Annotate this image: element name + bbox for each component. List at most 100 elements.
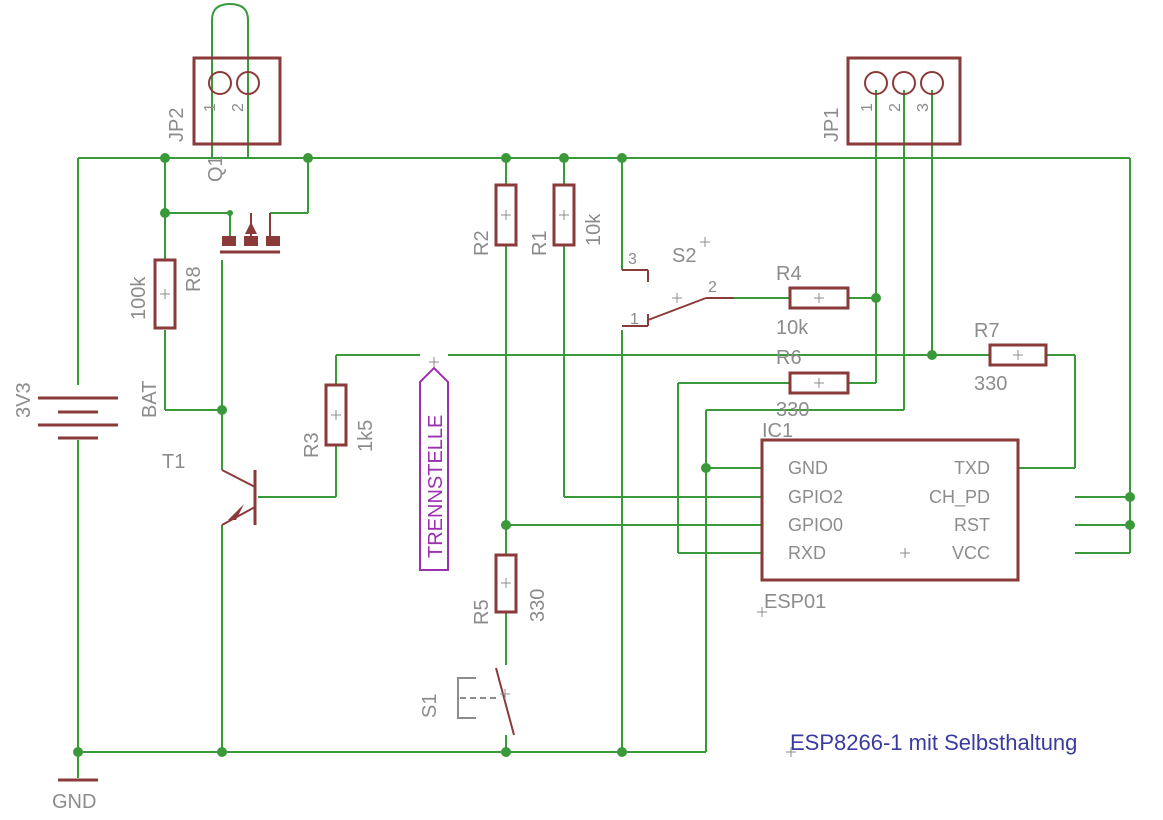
r2-body [494, 183, 518, 247]
r3-value: 1k5 [355, 420, 377, 452]
r8-name: R8 [183, 266, 205, 292]
r8-value: 100k [128, 276, 150, 320]
r2-name: R2 [471, 230, 493, 256]
ic1-pin-txd: TXD [954, 458, 990, 478]
junction [73, 747, 83, 757]
jp2-pin-1 [208, 71, 232, 95]
jp1-pin3-label: 3 [915, 103, 932, 112]
r4-name: R4 [776, 263, 802, 285]
jp1-pin1-label: 1 [859, 103, 876, 112]
junction [871, 293, 881, 303]
jp1-pin2-label: 2 [887, 103, 904, 112]
ic1-pin-gpio0: GPIO0 [788, 515, 843, 535]
r6-name: R6 [776, 347, 802, 369]
s2-pin2-label: 2 [708, 279, 717, 296]
ic1-pin-rst: RST [954, 515, 990, 535]
junction [701, 463, 711, 473]
r7-value: 330 [974, 373, 1007, 395]
ic1-name: IC1 [762, 420, 793, 442]
battery-name: BAT [139, 381, 161, 418]
r2-resistor: R2 [471, 183, 518, 256]
q1-seg [222, 236, 236, 246]
junction [160, 153, 170, 163]
t1-emitter [221, 506, 256, 526]
ic1-esp01: IC1 ESP01 GND GPIO2 GPIO0 RXD TXD CH_PD … [757, 420, 1020, 617]
jp2-body [192, 56, 282, 146]
junction [617, 153, 627, 163]
title-block: ESP8266-1 mit Selbsthaltung [786, 730, 1077, 757]
r4-resistor: R4 10k [776, 263, 850, 339]
ic1-pin-rxd: RXD [788, 543, 826, 563]
ic1-pin-vcc: VCC [952, 543, 990, 563]
r1-body [552, 183, 576, 247]
r4-body [788, 286, 850, 310]
t1-arrow [228, 504, 244, 520]
jp1-name: JP1 [821, 108, 843, 142]
trennstelle-label: TRENNSTELLE [425, 415, 447, 558]
r3-name: R3 [301, 432, 323, 458]
r4-value: 10k [776, 317, 809, 339]
junctions [73, 153, 1135, 757]
jp2-pin2-label: 2 [230, 103, 247, 112]
t1-collector [221, 469, 256, 488]
junction [303, 153, 313, 163]
battery-value: 3V3 [13, 382, 35, 418]
schematic-title: ESP8266-1 mit Selbsthaltung [790, 730, 1077, 755]
junction [227, 210, 233, 216]
r6-resistor: R6 330 [776, 347, 850, 421]
jp1-connector: 1 2 3 JP1 [821, 56, 962, 146]
gnd-label: GND [52, 791, 96, 813]
trennstelle-marker: TRENNSTELLE [419, 357, 449, 571]
ic1-body [760, 438, 1020, 582]
q1-seg [266, 236, 280, 246]
jp2-pin1-label: 1 [202, 103, 219, 112]
wires [77, 2, 1131, 778]
junction [160, 208, 170, 218]
t1-name: T1 [162, 451, 185, 473]
jp1-body [846, 56, 962, 146]
trennstelle-outline [419, 366, 449, 571]
s1-lever [495, 667, 515, 736]
ic1-pin-chpd: CH_PD [929, 487, 990, 508]
jp1-pin-3 [920, 71, 944, 95]
jp2-connector: 1 2 JP2 [166, 56, 282, 146]
s1-name: S1 [419, 694, 441, 718]
r5-value: 330 [527, 589, 549, 622]
battery: 3V3 BAT [13, 381, 161, 440]
junction [217, 747, 227, 757]
ic1-pin-gnd: GND [788, 458, 828, 478]
s1-switch: S1 [419, 667, 515, 736]
s2-pin3-label: 3 [628, 251, 637, 268]
junction [501, 747, 511, 757]
q1-seg [244, 236, 258, 246]
jp2-pin-2 [236, 71, 260, 95]
gnd-symbol: GND [52, 778, 98, 813]
r6-body [788, 371, 850, 395]
r6-value: 330 [776, 399, 809, 421]
junction [927, 350, 937, 360]
r5-body [494, 553, 518, 614]
ic1-pin-gpio2: GPIO2 [788, 487, 843, 507]
junction [501, 153, 511, 163]
junction [559, 153, 569, 163]
t1-transistor: T1 [162, 451, 257, 526]
s2-name: S2 [672, 245, 696, 267]
s2-lever [647, 297, 707, 321]
q1-name: Q1 [205, 155, 227, 182]
junction [501, 520, 511, 530]
junction [617, 747, 627, 757]
s1-actuator [457, 677, 476, 719]
jp2-name: JP2 [166, 108, 188, 142]
junction [1125, 520, 1135, 530]
q1-mosfet: Q1 [205, 155, 280, 254]
r5-name: R5 [471, 599, 493, 625]
r3-body [324, 383, 348, 447]
s2-switch: 3 2 1 S2 [622, 237, 734, 328]
r8-resistor: 100k R8 [128, 258, 205, 330]
r5-resistor: R5 330 [471, 553, 549, 625]
r8-body [153, 258, 177, 330]
r1-resistor: R1 10k [529, 183, 605, 256]
r7-name: R7 [974, 320, 1000, 342]
